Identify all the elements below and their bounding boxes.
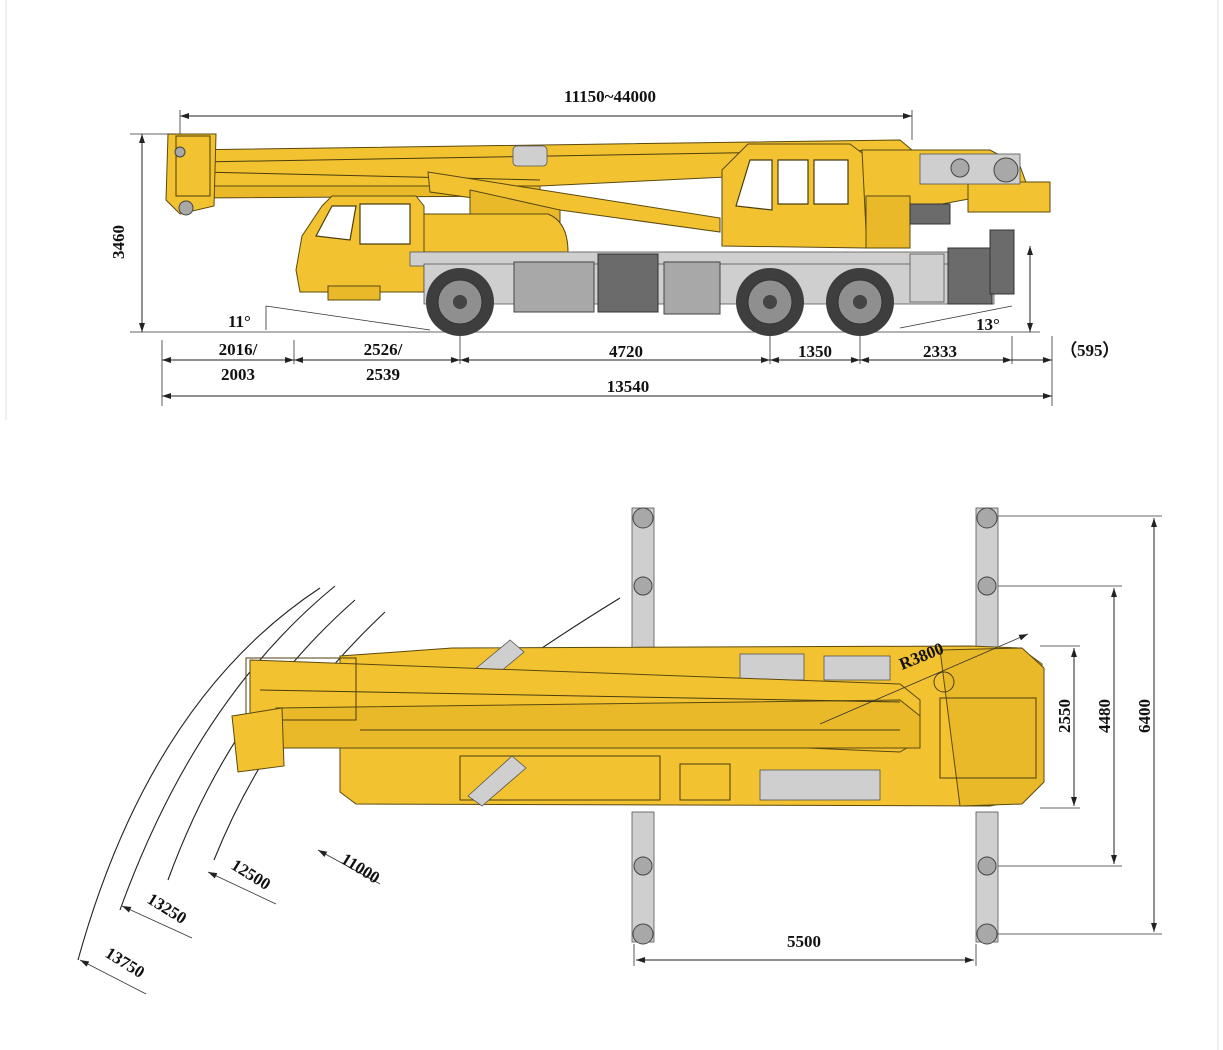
rear-wheelbase-label: 1350: [798, 342, 832, 361]
front-wheelbase-label: 2526/: [364, 340, 403, 359]
front-wheelbase-alt-label: 2539: [366, 365, 400, 384]
front-overhang-label: 2016/: [219, 340, 258, 359]
departure-angle-label: 13°: [976, 315, 1000, 334]
front-overhang-alt-label: 2003: [221, 365, 255, 384]
outriggers: [631, 507, 999, 945]
body-width-label: 2550: [1055, 699, 1074, 733]
outrigger-mid-label: 4480: [1095, 699, 1114, 733]
boom-length-label: 11150~44000: [564, 87, 656, 106]
counterweight-extra-label: （595）: [1060, 340, 1120, 360]
outrigger-full-label: 6400: [1135, 699, 1154, 733]
wheels: [426, 268, 894, 336]
rear-overhang-label: 2333: [923, 342, 957, 361]
outrigger-span-label: 5500: [787, 932, 821, 951]
radius-label-2: 12500: [228, 855, 274, 894]
approach-angle-label: 11°: [228, 312, 251, 331]
chassis: [409, 229, 1015, 315]
boom-top: [231, 657, 921, 773]
radius-label-3: 13250: [144, 889, 190, 928]
height-label: 3460: [109, 225, 128, 259]
side-view: 3460 11150~44000 11° 13° 2016/ 2003 2526…: [109, 87, 1120, 406]
radius-label-1: 11000: [338, 849, 383, 887]
mid-wheelbase-label: 4720: [609, 342, 643, 361]
carrier-cab: [295, 195, 569, 301]
top-view: 11000 12500 13250 13750: [77, 507, 1162, 995]
radius-label-4: 13750: [102, 943, 148, 982]
crane-cab: [721, 143, 1051, 249]
total-length-label: 13540: [607, 377, 650, 396]
